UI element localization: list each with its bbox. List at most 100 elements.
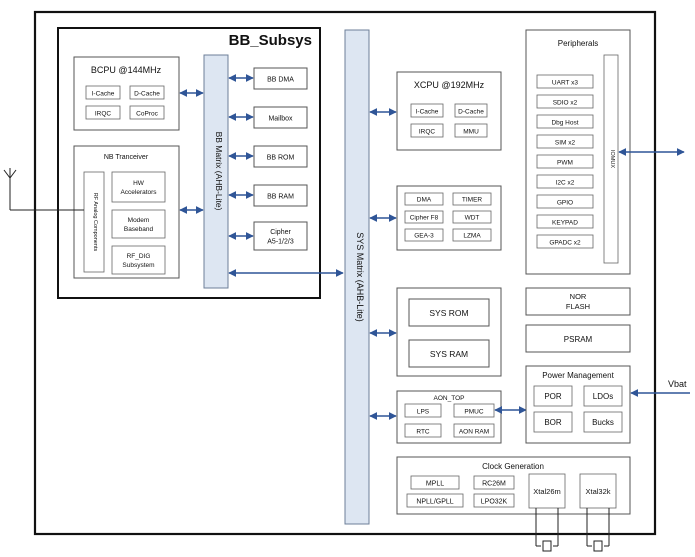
aon-top-title: AON_TOP (434, 395, 465, 402)
rf-dig-line2: Subsystem (122, 262, 154, 269)
xcpu-irqc (410, 123, 444, 138)
rf-dig-line1: RF_DIG (127, 253, 151, 260)
xcpu-icache-label: I-Cache (416, 109, 439, 116)
rc26m-label: RC26M (482, 481, 506, 488)
por-label: POR (544, 392, 562, 401)
bb-matrix-bus (203, 54, 229, 289)
xtal26m-box (528, 473, 566, 509)
rf-analog-box (83, 171, 105, 273)
xcpu-irqc-label: IRQC (419, 129, 436, 136)
gea3-label: GEA-3 (414, 233, 434, 240)
peripheral-pwm-box (536, 154, 594, 169)
pmuc-box (453, 403, 495, 418)
iomux-box (603, 54, 619, 264)
sys-rom-label: SYS ROM (429, 308, 468, 318)
modem-baseband-line2: Baseband (124, 226, 154, 233)
peripheral-sim-x2-label: SIM x2 (555, 140, 576, 147)
peripheral-i2c-x2-box (536, 174, 594, 189)
peripheral-sim-x2-box (536, 134, 594, 149)
lzma-label: LZMA (463, 233, 481, 240)
bb-ram-label: BB RAM (267, 194, 294, 201)
bcpu-coproc-label: CoProc (136, 111, 158, 118)
peripheral-keypad-label: KEYPAD (552, 220, 578, 227)
rf-dig-box (111, 245, 166, 275)
peripheral-gpadc-x2-label: GPADC x2 (549, 240, 581, 247)
dma-box (404, 192, 444, 206)
peripheral-keypad-box (536, 214, 594, 229)
cipher-f8-label: Cipher F8 (410, 215, 439, 222)
bb-subsys-title: BB_Subsys (229, 32, 312, 49)
nor-flash-line1: NOR (570, 292, 587, 301)
bb-dma-box (253, 67, 308, 90)
xcpu-mmu-label: MMU (463, 129, 479, 136)
xcpu-mmu (454, 123, 488, 138)
peripheral-gpio-box (536, 194, 594, 209)
bb-ram-box (253, 184, 308, 207)
bcpu-icache (85, 85, 121, 100)
bb-dma-label: BB DMA (267, 77, 294, 84)
timer-box (452, 192, 492, 206)
xcpu-icache (410, 103, 444, 118)
sys-rom-box (408, 298, 490, 327)
peripheral-uart-x3-label: UART x3 (552, 80, 579, 87)
mailbox-label: Mailbox (268, 116, 293, 123)
peripheral-dbg-host-box (536, 114, 594, 129)
bb-matrix-label: BB Matrix (AHB-Lite) (214, 132, 224, 211)
aon-ram-label: AON RAM (459, 429, 489, 436)
por-box (533, 385, 573, 407)
gea3-box (404, 228, 444, 242)
psram-label: PSRAM (564, 335, 593, 344)
sys-matrix-bus (344, 29, 370, 525)
sys-ram-box (408, 339, 490, 368)
nor-flash-box (525, 287, 631, 316)
wdt-label: WDT (465, 215, 480, 222)
npll-gpll-box (406, 493, 464, 508)
dma-label: DMA (417, 197, 432, 204)
bor-label: BOR (544, 418, 562, 427)
xcpu-title: XCPU @192MHz (414, 80, 485, 90)
bucks-label: Bucks (592, 418, 614, 427)
bcpu-irqc (85, 105, 121, 120)
iomux-label: IOMUX (609, 150, 615, 168)
bcpu-coproc (129, 105, 165, 120)
cipher-a5-line1: Cipher (270, 229, 291, 236)
bb-rom-box (253, 145, 308, 168)
peripheral-gpadc-x2-box (536, 234, 594, 249)
psram-box (525, 324, 631, 353)
hw-accelerators-line2: Accelerators (120, 189, 157, 196)
modem-baseband-line1: Modem (128, 217, 150, 224)
bcpu-irqc-label: IRQC (95, 111, 112, 118)
hw-accelerators-line1: HW (133, 180, 145, 187)
lps-label: LPS (417, 409, 430, 416)
lps-box (404, 403, 442, 418)
rf-analog-label: RF Analog Components (92, 193, 98, 252)
peripheral-i2c-x2-label: I2C x2 (556, 180, 575, 187)
peripheral-sdio-x2-label: SDIO x2 (553, 100, 578, 107)
bor-box (533, 411, 573, 433)
peripheral-gpio-label: GPIO (557, 200, 573, 207)
vbat-label: Vbat (668, 379, 687, 389)
bcpu-dcache (129, 85, 165, 100)
lzma-box (452, 228, 492, 242)
crystal-26m-icon (535, 508, 559, 552)
peripheral-uart-x3-box (536, 74, 594, 89)
rc26m-box (473, 475, 515, 490)
xtal32k-box (579, 473, 617, 509)
crystal-32k-icon (586, 508, 610, 552)
power-management-title: Power Management (542, 371, 614, 380)
ldos-box (583, 385, 623, 407)
mpll-box (410, 475, 460, 490)
clock-generation-title: Clock Generation (482, 462, 544, 471)
bb-rom-label: BB ROM (267, 155, 295, 162)
cipher-f8-box (404, 210, 444, 224)
lpo32k-box (473, 493, 515, 508)
rtc-label: RTC (416, 429, 430, 436)
ldos-label: LDOs (593, 392, 613, 401)
peripheral-sdio-x2-box (536, 94, 594, 109)
bcpu-title: BCPU @144MHz (91, 65, 162, 75)
lpo32k-label: LPO32K (481, 499, 508, 506)
bcpu-dcache-label: D-Cache (134, 91, 160, 98)
npll-gpll-label: NPLL/GPLL (416, 499, 453, 506)
